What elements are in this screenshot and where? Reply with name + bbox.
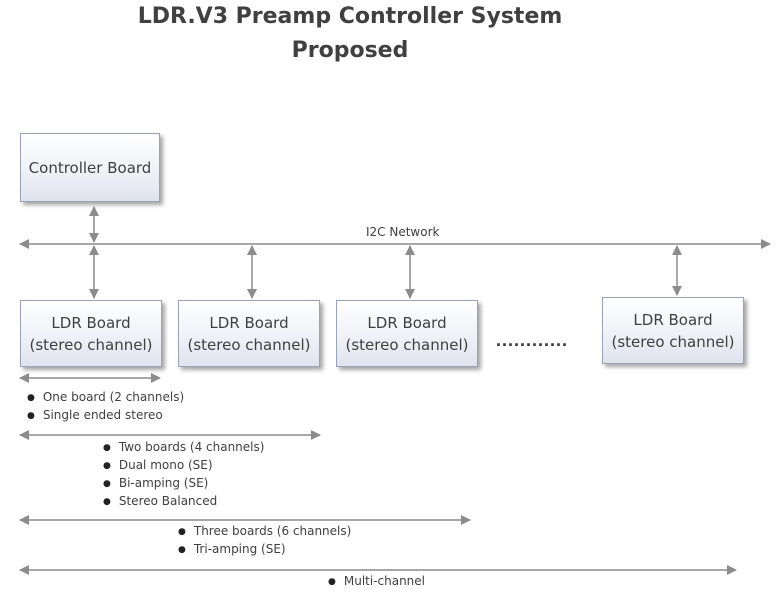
- ldr-board-2: LDR Board (stereo channel): [178, 300, 320, 367]
- ldr-board-subtitle: (stereo channel): [611, 332, 735, 351]
- config-two-boards: Two boards (4 channels): [103, 440, 265, 454]
- config-three-boards: Three boards (6 channels): [178, 524, 351, 538]
- config-dual-mono: Dual mono (SE): [103, 458, 213, 472]
- ellipsis-more-boards: ............: [496, 330, 569, 350]
- config-bi-amping: Bi-amping (SE): [103, 476, 209, 490]
- diagram-subtitle: Proposed: [291, 38, 409, 63]
- ldr-board-title: LDR Board: [367, 313, 447, 332]
- config-one-board: One board (2 channels): [27, 390, 184, 404]
- ldr-board-subtitle: (stereo channel): [345, 335, 469, 354]
- i2c-network-label: I2C Network: [366, 225, 440, 239]
- config-tri-amping: Tri-amping (SE): [178, 542, 286, 556]
- ldr-board-3: LDR Board (stereo channel): [336, 300, 478, 367]
- controller-board: Controller Board: [20, 133, 160, 202]
- ldr-board-title: LDR Board: [209, 313, 289, 332]
- config-multi-channel: Multi-channel: [328, 574, 425, 588]
- ldr-board-n: LDR Board (stereo channel): [602, 297, 744, 364]
- ldr-board-1: LDR Board (stereo channel): [20, 300, 162, 367]
- ldr-board-subtitle: (stereo channel): [29, 335, 153, 354]
- diagram-title: LDR.V3 Preamp Controller System: [137, 4, 563, 29]
- config-stereo-balanced: Stereo Balanced: [103, 494, 217, 508]
- config-single-ended: Single ended stereo: [27, 408, 163, 422]
- controller-board-label: Controller Board: [28, 158, 152, 177]
- ldr-board-subtitle: (stereo channel): [187, 335, 311, 354]
- ldr-board-title: LDR Board: [51, 313, 131, 332]
- ldr-board-title: LDR Board: [633, 310, 713, 329]
